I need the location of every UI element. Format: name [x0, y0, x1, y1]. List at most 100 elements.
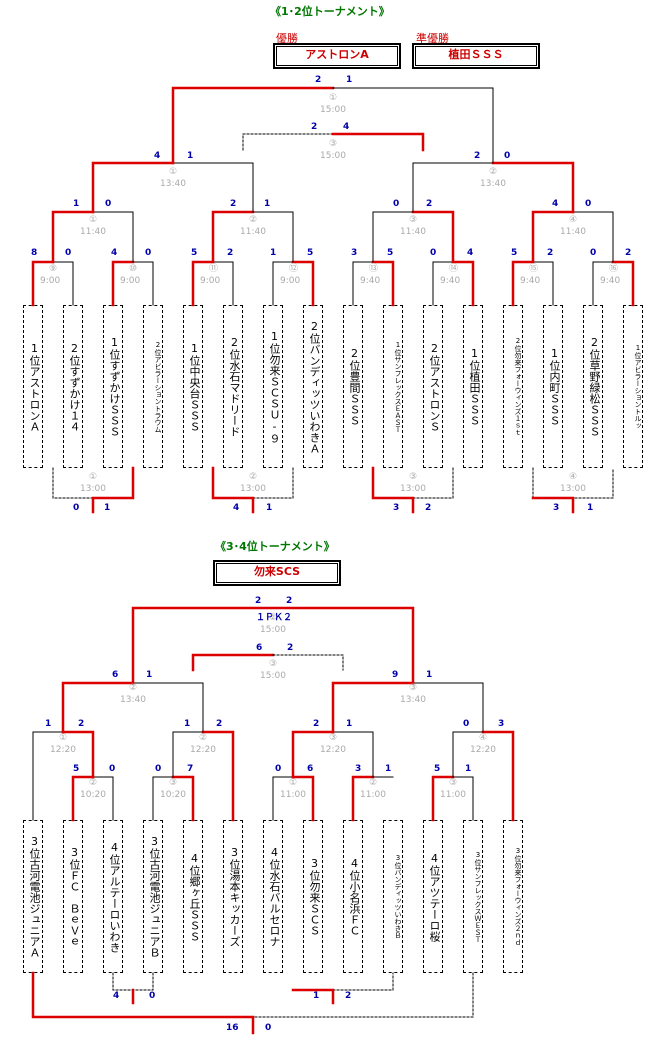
- score-s2: 6: [256, 643, 262, 653]
- match-number: ①: [329, 93, 337, 103]
- match-time: 13:00: [560, 484, 586, 494]
- score-s2: 3: [498, 719, 504, 729]
- match-number: ③: [169, 778, 177, 788]
- match-number: ⑭: [449, 263, 458, 274]
- match-time: 11:00: [440, 790, 466, 800]
- score-s1: 2: [474, 151, 480, 161]
- score-s2: 1: [346, 719, 352, 729]
- score-s1: 3: [553, 503, 559, 513]
- match-time: 13:40: [120, 695, 146, 705]
- score-s2: 1: [45, 719, 51, 729]
- match-number: ②: [489, 167, 497, 177]
- score-s1: 0: [590, 248, 596, 258]
- score-s1: 2: [230, 199, 236, 209]
- score-s1: 0: [65, 248, 71, 258]
- winner-name: 勿来SCS: [216, 563, 338, 583]
- score-s1: 4: [111, 248, 117, 258]
- score-s2: 1: [313, 991, 319, 1001]
- match-time: 11:40: [400, 227, 426, 237]
- champion-name: アストロンA: [276, 46, 398, 66]
- score-s2: 16: [226, 1023, 239, 1033]
- runnerup-name: 植田ＳＳＳ: [415, 46, 537, 66]
- match-number: ⑯: [609, 263, 618, 274]
- score-s1: 0: [145, 248, 151, 258]
- match-time: 15:00: [320, 105, 346, 115]
- score-s1: 3: [351, 248, 357, 258]
- score-s2: 6: [112, 670, 118, 680]
- match-number: ②: [249, 215, 257, 225]
- runnerup-box: 植田ＳＳＳ: [412, 43, 540, 69]
- score-s2: 9: [392, 670, 398, 680]
- match-time: 11:40: [80, 227, 106, 237]
- score-s1: 1: [104, 503, 110, 513]
- score-s1: 1: [270, 248, 276, 258]
- match-time: 12:20: [470, 745, 496, 755]
- match-time: 13:00: [240, 484, 266, 494]
- score-s1: 0: [73, 503, 79, 513]
- score-s1: 5: [307, 248, 313, 258]
- score-s1: 2: [227, 248, 233, 258]
- match-time: 9:40: [360, 276, 380, 286]
- score-s1: 4: [154, 151, 160, 161]
- match-time: 9:40: [600, 276, 620, 286]
- match-number: ②: [269, 613, 277, 623]
- match-number: ③: [409, 472, 417, 482]
- score-s1: 5: [511, 248, 517, 258]
- score-s2: 1: [465, 764, 471, 774]
- match-time: 11:00: [360, 790, 386, 800]
- match-time: 15:00: [260, 671, 286, 681]
- match-time: 12:20: [320, 745, 346, 755]
- score-s1: 2: [426, 199, 432, 209]
- score-s2: 0: [275, 764, 281, 774]
- match-time: 11:40: [240, 227, 266, 237]
- score-s2: 0: [155, 764, 161, 774]
- score-s2: 2: [216, 719, 222, 729]
- score-s1: 3: [393, 503, 399, 513]
- score-s1: 4: [467, 248, 473, 258]
- match-number: ④: [479, 733, 487, 743]
- score-s2: 0: [149, 991, 155, 1001]
- match-time: 13:40: [400, 695, 426, 705]
- match-number: ⑬: [369, 263, 378, 274]
- match-time: 13:40: [160, 179, 186, 189]
- score-s2: 1: [146, 670, 152, 680]
- match-number: ①: [289, 778, 297, 788]
- score-s1: 0: [430, 248, 436, 258]
- score-s2: 2: [286, 596, 292, 606]
- match-time: 10:20: [80, 790, 106, 800]
- match-time: 13:00: [80, 484, 106, 494]
- section1-title: 《1･2位トーナメント》: [270, 5, 390, 18]
- match-time: 13:40: [480, 179, 506, 189]
- match-time: 9:40: [440, 276, 460, 286]
- match-number: ②: [249, 472, 257, 482]
- score-s1: 1: [73, 199, 79, 209]
- match-number: ③: [409, 215, 417, 225]
- score-s1: 8: [31, 248, 37, 258]
- match-number: ⑫: [289, 263, 298, 274]
- match-number: ③: [329, 733, 337, 743]
- match-number: ⑮: [529, 263, 538, 274]
- score-s1: 2: [315, 75, 321, 85]
- score-s2: 2: [287, 643, 293, 653]
- score-s2: 1: [184, 719, 190, 729]
- score-s2: 7: [187, 764, 193, 774]
- score-s1: 2: [625, 248, 631, 258]
- match-time: 9:00: [200, 276, 220, 286]
- champion-label: 優勝: [276, 32, 298, 45]
- score-s2: 0: [265, 1023, 271, 1033]
- match-time: 12:20: [50, 745, 76, 755]
- score-s1: 2: [311, 122, 317, 132]
- score-s1: 1: [264, 199, 270, 209]
- match-number: ①: [169, 167, 177, 177]
- score-s1: 5: [387, 248, 393, 258]
- score-s2: 3: [355, 764, 361, 774]
- score-s1: 0: [585, 199, 591, 209]
- score-s1: 2: [425, 503, 431, 513]
- score-s2: 0: [109, 764, 115, 774]
- match-number: ②: [129, 683, 137, 693]
- score-s2: 5: [73, 764, 79, 774]
- match-number: ②: [199, 733, 207, 743]
- score-s2: 5: [434, 764, 440, 774]
- section2-title: 《3･4位トーナメント》: [215, 540, 335, 553]
